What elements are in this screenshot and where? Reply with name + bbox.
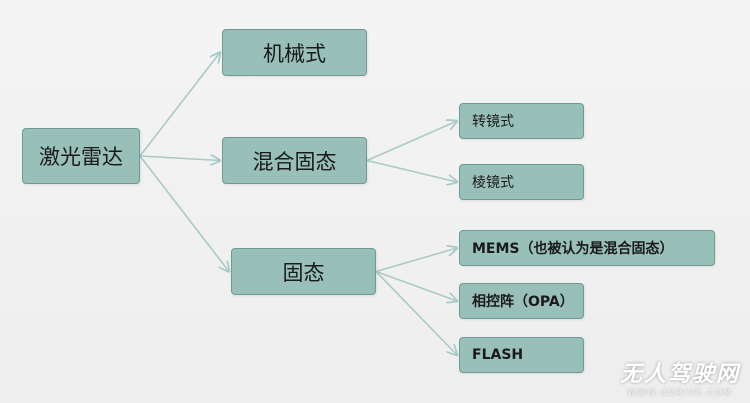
leaf-node-rotating-mirror: 转镜式	[459, 103, 584, 139]
edge-solid-to-opa	[375, 270, 457, 302]
edge-root-to-mechanical	[139, 53, 220, 157]
leaf-node-prism: 棱镜式	[459, 164, 584, 200]
leaf-node-opa: 相控阵（OPA）	[459, 283, 584, 319]
edge-solid-to-flash	[375, 270, 457, 356]
edge-hybrid-to-rotating-mirror	[366, 121, 457, 162]
edge-root-to-solid	[139, 155, 229, 272]
root-node-label: 激光雷达	[39, 145, 123, 169]
edge-hybrid-to-prism	[366, 159, 457, 183]
watermark-title: 无人驾驶网	[619, 362, 740, 387]
branch-node-label: 机械式	[263, 41, 326, 66]
leaf-node-flash: FLASH	[459, 337, 584, 373]
leaf-node-label: 相控阵（OPA）	[472, 294, 574, 310]
branch-node-mechanical: 机械式	[222, 29, 367, 76]
edge-root-to-hybrid	[139, 156, 220, 161]
leaf-node-label: FLASH	[472, 347, 524, 363]
leaf-node-label: 转镜式	[472, 114, 514, 130]
branch-node-solid-state: 固态	[231, 248, 376, 295]
leaf-node-label: MEMS（也被认为是混合固态）	[472, 241, 674, 257]
root-node-lidar: 激光雷达	[22, 128, 140, 184]
branch-node-label: 固态	[282, 260, 325, 285]
site-watermark: 无人驾驶网 WWW.ADRIVE.COM	[620, 356, 740, 397]
watermark-url: WWW.ADRIVE.COM	[627, 388, 733, 397]
leaf-node-mems: MEMS（也被认为是混合固态）	[459, 230, 715, 266]
branch-node-label: 混合固态	[252, 149, 337, 174]
leaf-node-label: 棱镜式	[472, 175, 514, 191]
edge-solid-to-mems	[375, 248, 457, 273]
branch-node-hybrid-solid-state: 混合固态	[222, 137, 367, 184]
